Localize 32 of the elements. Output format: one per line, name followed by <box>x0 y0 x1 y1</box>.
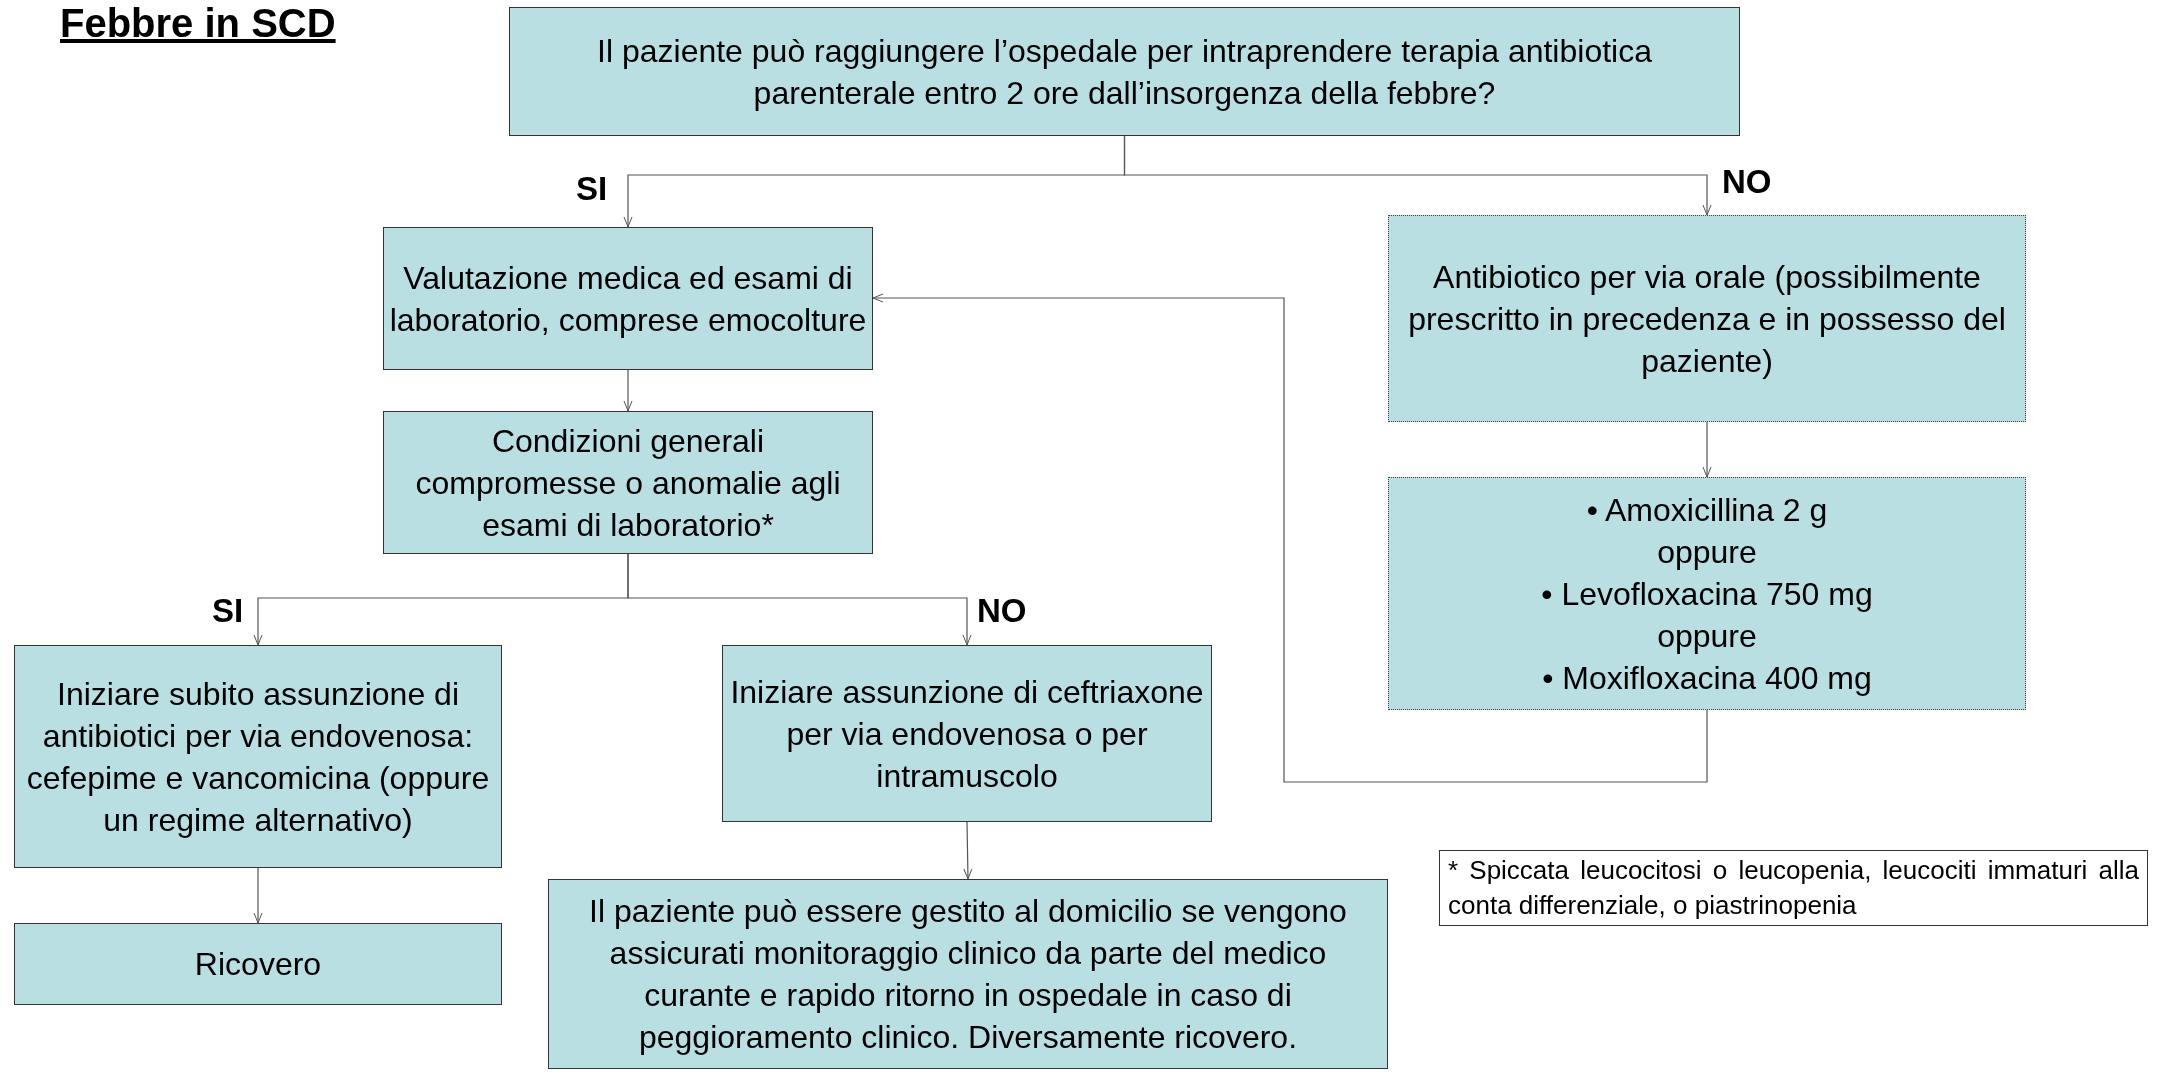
box-text: Iniziare subito assunzione di antibiotici per via endovenosa: cefepime e vancomicina (oppure un regime alternativo) <box>25 674 491 840</box>
process-box <box>14 923 502 1005</box>
diagram-title: Febbre in SCD <box>60 0 336 46</box>
box-text: oppure <box>1657 616 1757 656</box>
process-box <box>1388 215 2026 422</box>
footnote-text: * Spiccata leucocitosi o leucopenia, leucociti immaturi alla conta differenziale, o piastrinopenia <box>1448 855 2139 920</box>
arrow <box>253 867 263 924</box>
box-text: Condizioni generali compromesse o anomalie agli esami di laboratorio* <box>414 421 842 545</box>
box-text: Antibiotico per via orale (possibilmente prescritto in precedenza e in possesso del paziente) <box>1407 257 2007 381</box>
arrow <box>623 369 633 412</box>
box-text: Ricovero <box>194 945 322 984</box>
arrow <box>963 821 973 880</box>
box-text: • Levofloxacina 750 mg <box>1541 574 1873 614</box>
process-box <box>14 645 502 868</box>
box-text: Il paziente può raggiungere l’ospedale per intraprendere terapia antibiotica parenterale entro 2 ore dall’insorgenza della febbre? <box>596 31 1653 113</box>
footnote-box <box>1439 850 2148 926</box>
box-text: Valutazione medica ed esami di laboratorio, comprese emocolture <box>388 258 868 340</box>
process-box <box>722 645 1212 822</box>
box-text: Iniziare assunzione di ceftriaxone per via endovenosa o per intramuscolo <box>729 672 1205 796</box>
process-box <box>383 227 873 370</box>
box-text: Il paziente può essere gestito al domicilio se vengono assicurati monitoraggio clinico da parte del medico curante e rapido ritorno in ospedale in caso di peggioramento clinico. Diversamente ricovero. <box>588 892 1348 1057</box>
box-text: • Amoxicillina 2 g <box>1586 490 1828 530</box>
process-box <box>509 7 1740 136</box>
arrow <box>872 293 1708 783</box>
box-text: • Moxifloxacina 400 mg <box>1542 658 1872 698</box>
process-box <box>383 411 873 554</box>
arrow <box>627 553 972 646</box>
process-box <box>1388 477 2026 710</box>
arrow <box>1123 135 1712 216</box>
box-text: oppure <box>1657 532 1757 572</box>
arrow <box>1702 421 1712 478</box>
process-box <box>548 879 1388 1069</box>
